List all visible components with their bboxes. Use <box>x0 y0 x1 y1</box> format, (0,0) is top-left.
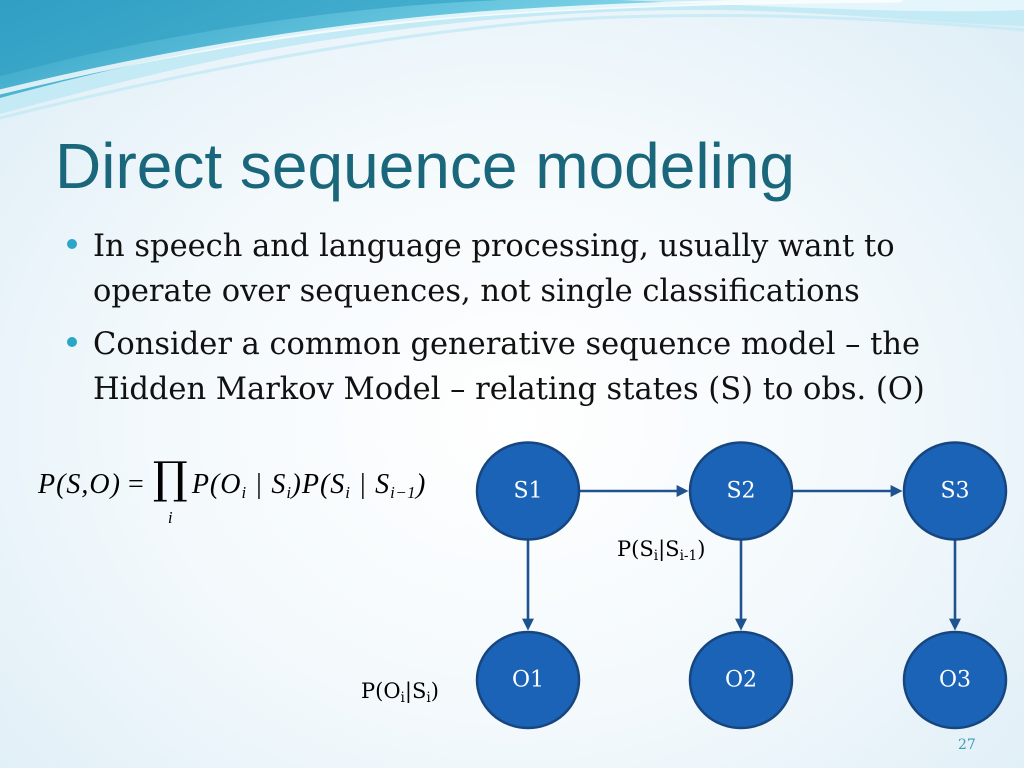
label-text: P(O <box>361 679 401 703</box>
bullet-text-line: Hidden Markov Model – relating states (S… <box>93 372 925 407</box>
state-node: S3 <box>902 441 1008 541</box>
label-subscript: i <box>400 689 405 706</box>
node-circle <box>902 630 1008 730</box>
label-text: ) <box>697 537 706 561</box>
header-wave-decoration <box>0 0 1024 120</box>
observation-node: O2 <box>688 630 794 730</box>
wave-edge-line <box>0 13 1024 120</box>
state-node: S2 <box>688 441 794 541</box>
formula-term: ) <box>416 469 427 500</box>
node-label: O3 <box>939 668 971 693</box>
page-number: 27 <box>958 737 976 753</box>
bullet-text-line: operate over sequences, not single class… <box>93 274 860 309</box>
wave-band-dark <box>0 0 500 76</box>
formula-term: | S <box>246 469 287 500</box>
state-node: S1 <box>475 441 581 541</box>
bullet-item: In speech and language processing, usual… <box>67 224 925 314</box>
label-text: P(S <box>617 537 654 561</box>
bullet-dot <box>67 337 77 347</box>
emission-probability-label: P(Oi|Si) <box>361 679 439 705</box>
label-text: |S <box>658 537 680 561</box>
formula-term: )P(S <box>291 469 346 500</box>
node-label: O2 <box>725 668 757 693</box>
node-circle <box>688 441 794 541</box>
formula-lhs: P(S,O) <box>38 469 121 500</box>
wave-highlight <box>620 0 1024 12</box>
formula-subscript: i <box>286 483 292 503</box>
bullet-text-line: In speech and language processing, usual… <box>93 229 895 264</box>
product-index: i <box>167 508 173 527</box>
formula-subscript: i <box>241 483 247 503</box>
bullet-dot <box>67 239 77 249</box>
label-subscript: i <box>653 547 659 564</box>
transition-probability-label: P(Si|Si-1) <box>617 537 706 563</box>
bullet-text-line: Consider a common generative sequence mo… <box>93 327 921 362</box>
node-circle <box>475 630 581 730</box>
formula-term: | S <box>350 469 391 500</box>
product-symbol: ∏ <box>152 453 188 504</box>
formula-subscript: i−1 <box>390 483 417 503</box>
node-label: O1 <box>512 668 544 693</box>
joint-probability-formula: P(S,O) = ∏ i P(O i | S i )P(S i | S i−1 … <box>38 457 427 527</box>
node-label: S3 <box>940 479 969 504</box>
node-circle <box>688 630 794 730</box>
product-operator: ∏ i <box>153 457 188 527</box>
node-label: S2 <box>726 479 755 504</box>
observation-node: O1 <box>475 630 581 730</box>
label-text: ) <box>430 679 439 703</box>
equals-sign: = <box>127 469 144 500</box>
node-circle <box>902 441 1008 541</box>
node-label: S1 <box>513 479 542 504</box>
label-subscript: i-1 <box>679 547 698 564</box>
formula-term: P(O <box>191 469 242 500</box>
formula-subscript: i <box>345 483 351 503</box>
node-circle <box>475 441 581 541</box>
label-text: |S <box>404 679 427 703</box>
label-subscript: i <box>426 689 431 706</box>
observation-node: O3 <box>902 630 1008 730</box>
bullet-item: Consider a common generative sequence mo… <box>67 322 925 412</box>
slide-title: Direct sequence modeling <box>55 130 795 202</box>
bullet-list: In speech and language processing, usual… <box>67 224 925 420</box>
